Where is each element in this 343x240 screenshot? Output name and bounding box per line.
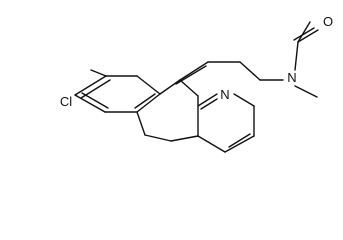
bond [224, 135, 255, 153]
bond [175, 65, 207, 85]
bond [170, 135, 199, 142]
bond [136, 93, 161, 113]
bond [90, 69, 107, 77]
bond [136, 75, 161, 95]
bond [294, 85, 318, 98]
bond [74, 75, 107, 96]
bond-lines [74, 21, 319, 153]
bond [297, 29, 319, 43]
bond [197, 93, 218, 107]
pyridine-nitrogen-label: N [220, 87, 229, 102]
bond [228, 133, 251, 148]
bond [159, 79, 181, 95]
bond [179, 79, 199, 97]
bond [134, 93, 156, 109]
bond [179, 61, 209, 81]
structure-diagram: Cl N N O [60, 14, 333, 153]
amide-nitrogen-label: N [287, 70, 296, 85]
bond [294, 41, 299, 71]
bond [197, 135, 226, 153]
bond [297, 21, 311, 43]
bond [200, 98, 218, 110]
bond [293, 27, 315, 41]
carbonyl-oxygen-label: O [323, 14, 333, 29]
bond [144, 134, 172, 142]
bond [81, 92, 109, 109]
chlorine-label: Cl [60, 94, 72, 109]
bond [233, 93, 255, 107]
bond [239, 61, 261, 81]
bond [136, 111, 146, 136]
bond [74, 94, 106, 113]
